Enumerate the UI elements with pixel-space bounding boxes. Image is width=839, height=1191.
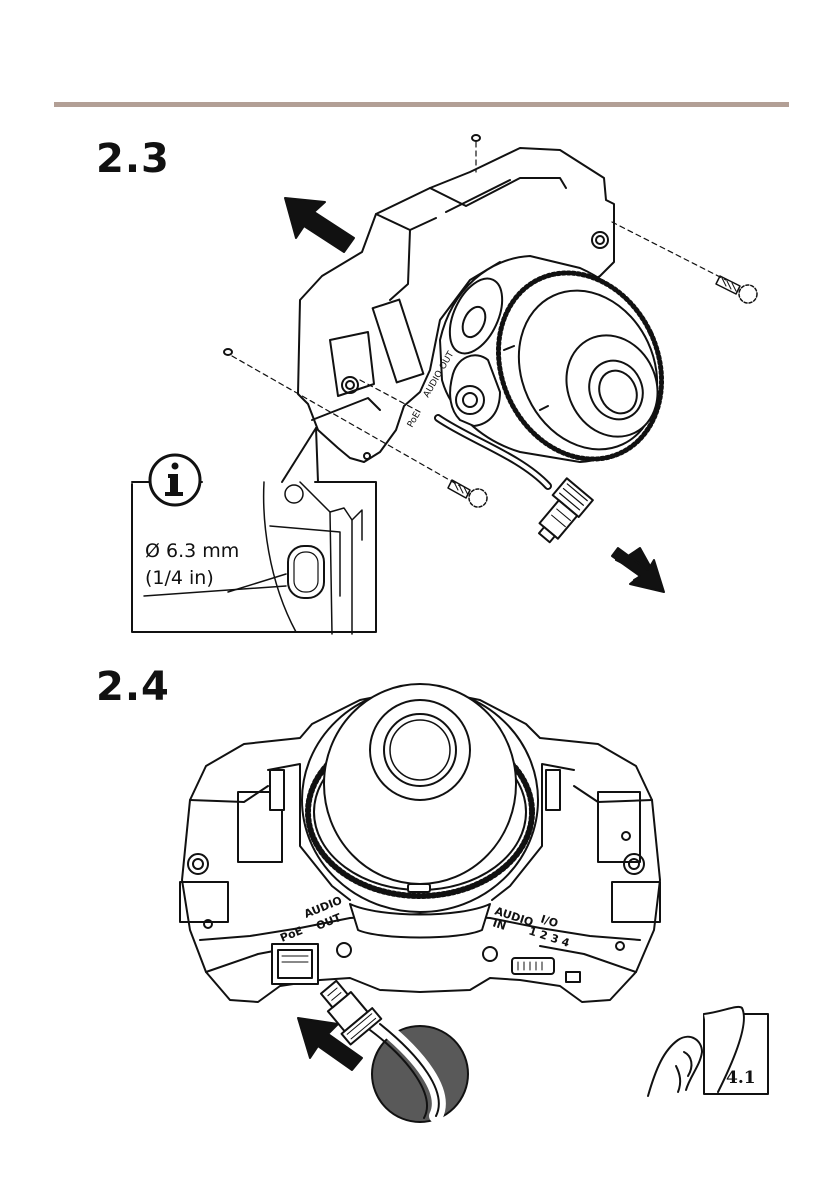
page-reference-label: 4.1 <box>726 1068 756 1088</box>
